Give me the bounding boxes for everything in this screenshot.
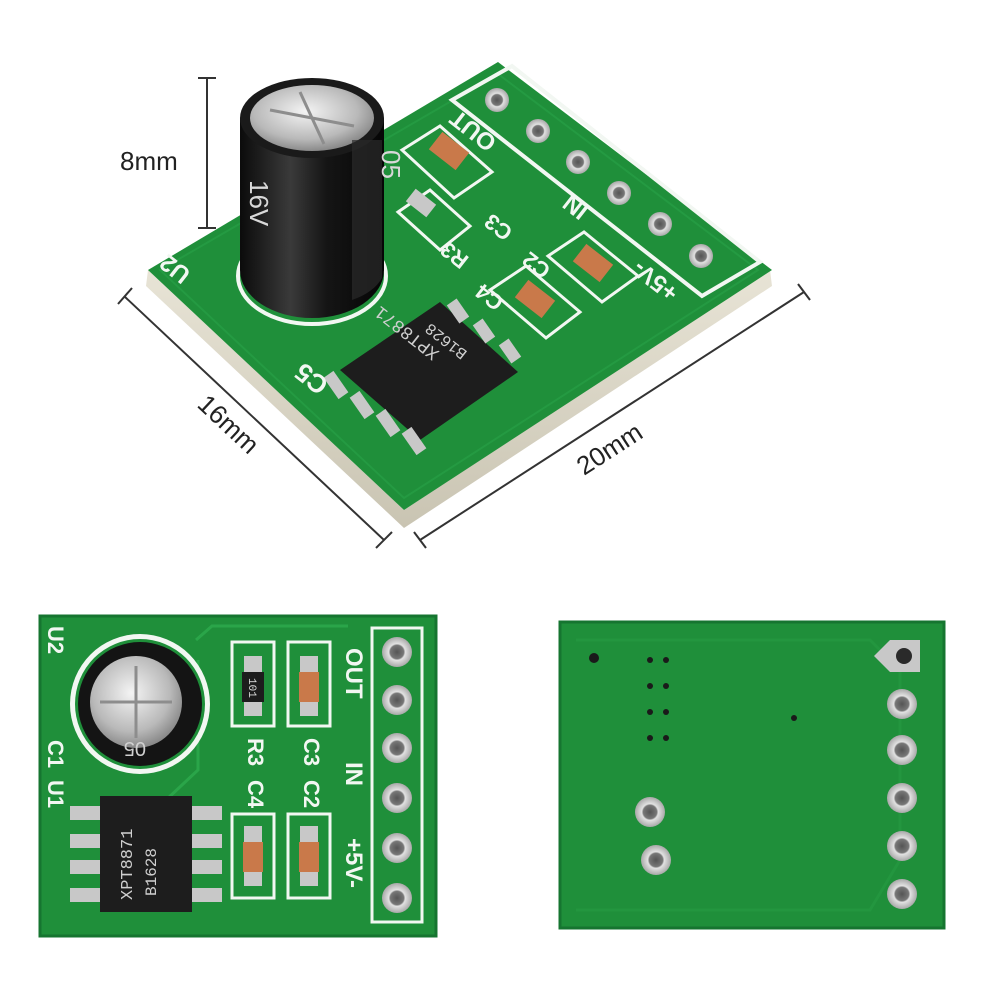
dimension-width: 16mm <box>192 388 265 459</box>
back-vias <box>589 653 797 741</box>
front-board-view: OUT IN +5V- 101 R3 C3 C4 C2 U2 C1 U1 <box>38 614 438 938</box>
back-board-view <box>558 620 946 930</box>
isometric-board-view: OUT IN +5V- R3 C3 C4 C2 <box>146 62 772 528</box>
iso-chip: XPT8871 B1628 <box>323 298 522 456</box>
front-label-c3: C3 <box>299 738 324 766</box>
pin-header <box>485 88 713 268</box>
front-chip: XPT8871 B1628 <box>70 796 222 912</box>
front-cap-text: 05 <box>124 737 146 759</box>
front-label-c2: C2 <box>299 780 324 808</box>
front-resistor-code: 101 <box>245 678 257 698</box>
dimension-annotations <box>117 77 811 549</box>
back-pin-header <box>874 640 920 909</box>
dimension-length: 20mm <box>571 417 648 482</box>
front-label-c4: C4 <box>243 780 268 809</box>
front-label-u2: U2 <box>43 626 68 654</box>
front-label-c1: C1 <box>43 740 68 768</box>
iso-cap-voltage: 16V <box>244 180 274 227</box>
iso-cap-text: 05 <box>376 150 406 179</box>
pcb-edge <box>146 270 772 528</box>
front-pin-header <box>382 637 412 913</box>
front-pin-out: OUT <box>340 648 367 699</box>
front-capacitor: 05 <box>70 634 210 774</box>
front-pin-power: +5V- <box>340 838 367 888</box>
front-label-u1: U1 <box>43 780 68 808</box>
pcb-top <box>148 62 772 510</box>
iso-capacitor: 16V 05 <box>236 78 406 326</box>
front-pin-in: IN <box>340 762 367 786</box>
front-label-r3: R3 <box>243 738 268 766</box>
front-chip-code: B1628 <box>143 848 161 896</box>
front-chip-model: XPT8871 <box>119 829 138 900</box>
dimension-height: 8mm <box>120 146 178 176</box>
